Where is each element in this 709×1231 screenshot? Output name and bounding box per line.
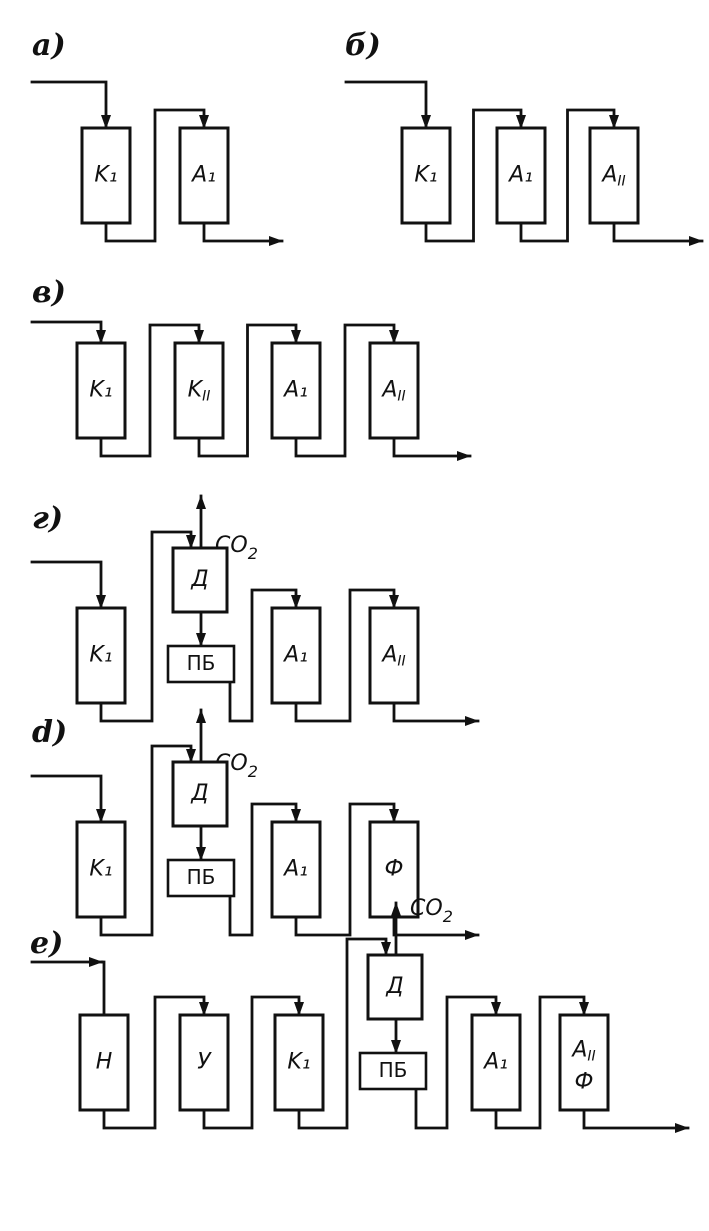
link-arrow <box>424 108 526 243</box>
link-arrow <box>294 323 399 458</box>
scheme-label: г) <box>32 501 63 536</box>
unit-A2-label: AII <box>380 643 405 670</box>
outlet-arrow <box>392 701 480 726</box>
feed-arrow <box>30 774 106 824</box>
unit-PB-box <box>166 644 236 684</box>
unit-D-label: Д <box>385 974 403 999</box>
scheme-label: б) <box>345 28 381 63</box>
link-arrow <box>494 995 589 1130</box>
unit-A1-label: A₁ <box>282 857 308 882</box>
scheme-b: б) K₁ A₁ AII <box>344 28 704 246</box>
feed-arrow <box>30 80 111 130</box>
unit-K2-box <box>173 341 225 440</box>
outlet-arrow <box>582 1108 690 1133</box>
unit-A1-label: A₁ <box>190 163 216 188</box>
link-arrow <box>102 995 209 1130</box>
unit-K1-label: K₁ <box>94 163 117 188</box>
feed-arrow <box>344 80 431 130</box>
scheme-label: e) <box>30 926 63 961</box>
unit-K1-box <box>75 606 127 705</box>
unit-K1-label: K₁ <box>414 163 437 188</box>
unit-F-label: Ф <box>385 857 404 882</box>
scheme-label: в) <box>32 275 66 310</box>
co2-label: CO2 <box>410 896 453 926</box>
unit-K1-box <box>273 1013 325 1112</box>
unit-A2-label: AII <box>380 378 405 405</box>
unit-A1-label: A₁ <box>482 1050 508 1075</box>
unit-A2F-box <box>558 1013 610 1112</box>
tank-to-anion-arrow <box>228 802 301 937</box>
link-arrow <box>99 744 196 937</box>
tank-to-anion-arrow <box>228 588 301 723</box>
scheme-label: d) <box>32 715 67 750</box>
unit-D-box <box>171 760 229 828</box>
unit-U-label: У <box>197 1050 212 1075</box>
unit-K1-label: K₁ <box>89 643 112 668</box>
unit-D-label: Д <box>190 567 208 592</box>
unit-D-label: Д <box>190 781 208 806</box>
unit-N-box <box>78 1013 130 1112</box>
link-arrow <box>104 108 209 243</box>
feed-line <box>100 960 106 1017</box>
unit-A1-box <box>270 606 322 705</box>
unit-F-box <box>368 820 420 919</box>
unit-K1-box <box>400 126 452 225</box>
unit-K1-label: K₁ <box>287 1050 310 1075</box>
unit-A1-label: A₁ <box>507 163 533 188</box>
scheme-label: а) <box>32 28 66 63</box>
unit-A2-label: AII <box>600 163 625 190</box>
link-arrow <box>294 588 399 723</box>
outlet-arrow <box>392 436 472 461</box>
link-arrow <box>519 108 619 243</box>
unit-D-box <box>171 546 229 614</box>
unit-K1-box <box>75 820 127 919</box>
scheme-v: в) K₁ KII A₁ AII <box>30 275 472 461</box>
scheme-a: а) K₁ A₁ <box>30 28 284 246</box>
unit-A1-label: A₁ <box>282 378 308 403</box>
unit-A2-box <box>588 126 640 225</box>
unit-A1-box <box>470 1013 522 1112</box>
unit-N-label: Н <box>96 1050 113 1075</box>
unit-A2-box <box>368 341 420 440</box>
unit-K1-label: K₁ <box>89 378 112 403</box>
link-arrow <box>297 937 391 1130</box>
unit-A2-box <box>368 606 420 705</box>
link-arrow <box>294 802 399 937</box>
unit-PB-box <box>166 858 236 898</box>
unit-A1-box <box>270 820 322 919</box>
feed-arrow <box>30 320 106 345</box>
outlet-arrow <box>202 221 284 246</box>
unit-PB-label: ПБ <box>187 865 216 889</box>
unit-U-box <box>178 1013 230 1112</box>
unit-K2-label: KII <box>188 378 211 405</box>
unit-PB-label: ПБ <box>379 1058 408 1082</box>
unit-A1-box <box>495 126 547 225</box>
scheme-d: d) CO2 K₁ Д ПБ A₁ Ф <box>30 708 480 940</box>
unit-A1-box <box>178 126 230 225</box>
unit-PB-label: ПБ <box>187 651 216 675</box>
unit-D-box <box>366 953 424 1021</box>
feed-arrow <box>30 560 106 610</box>
unit-K1-box <box>80 126 132 225</box>
link-arrow <box>197 323 301 458</box>
unit-A1-label: A₁ <box>282 643 308 668</box>
link-arrow <box>99 323 204 458</box>
tank-to-anion-arrow <box>414 995 501 1130</box>
link-arrow <box>99 530 196 723</box>
unit-PB-box <box>358 1051 428 1091</box>
outlet-arrow <box>612 221 704 246</box>
unit-A1-box <box>270 341 322 440</box>
link-arrow <box>202 995 304 1130</box>
unit-K1-label: K₁ <box>89 857 112 882</box>
unit-K1-box <box>75 341 127 440</box>
outlet-arrow <box>392 915 480 940</box>
